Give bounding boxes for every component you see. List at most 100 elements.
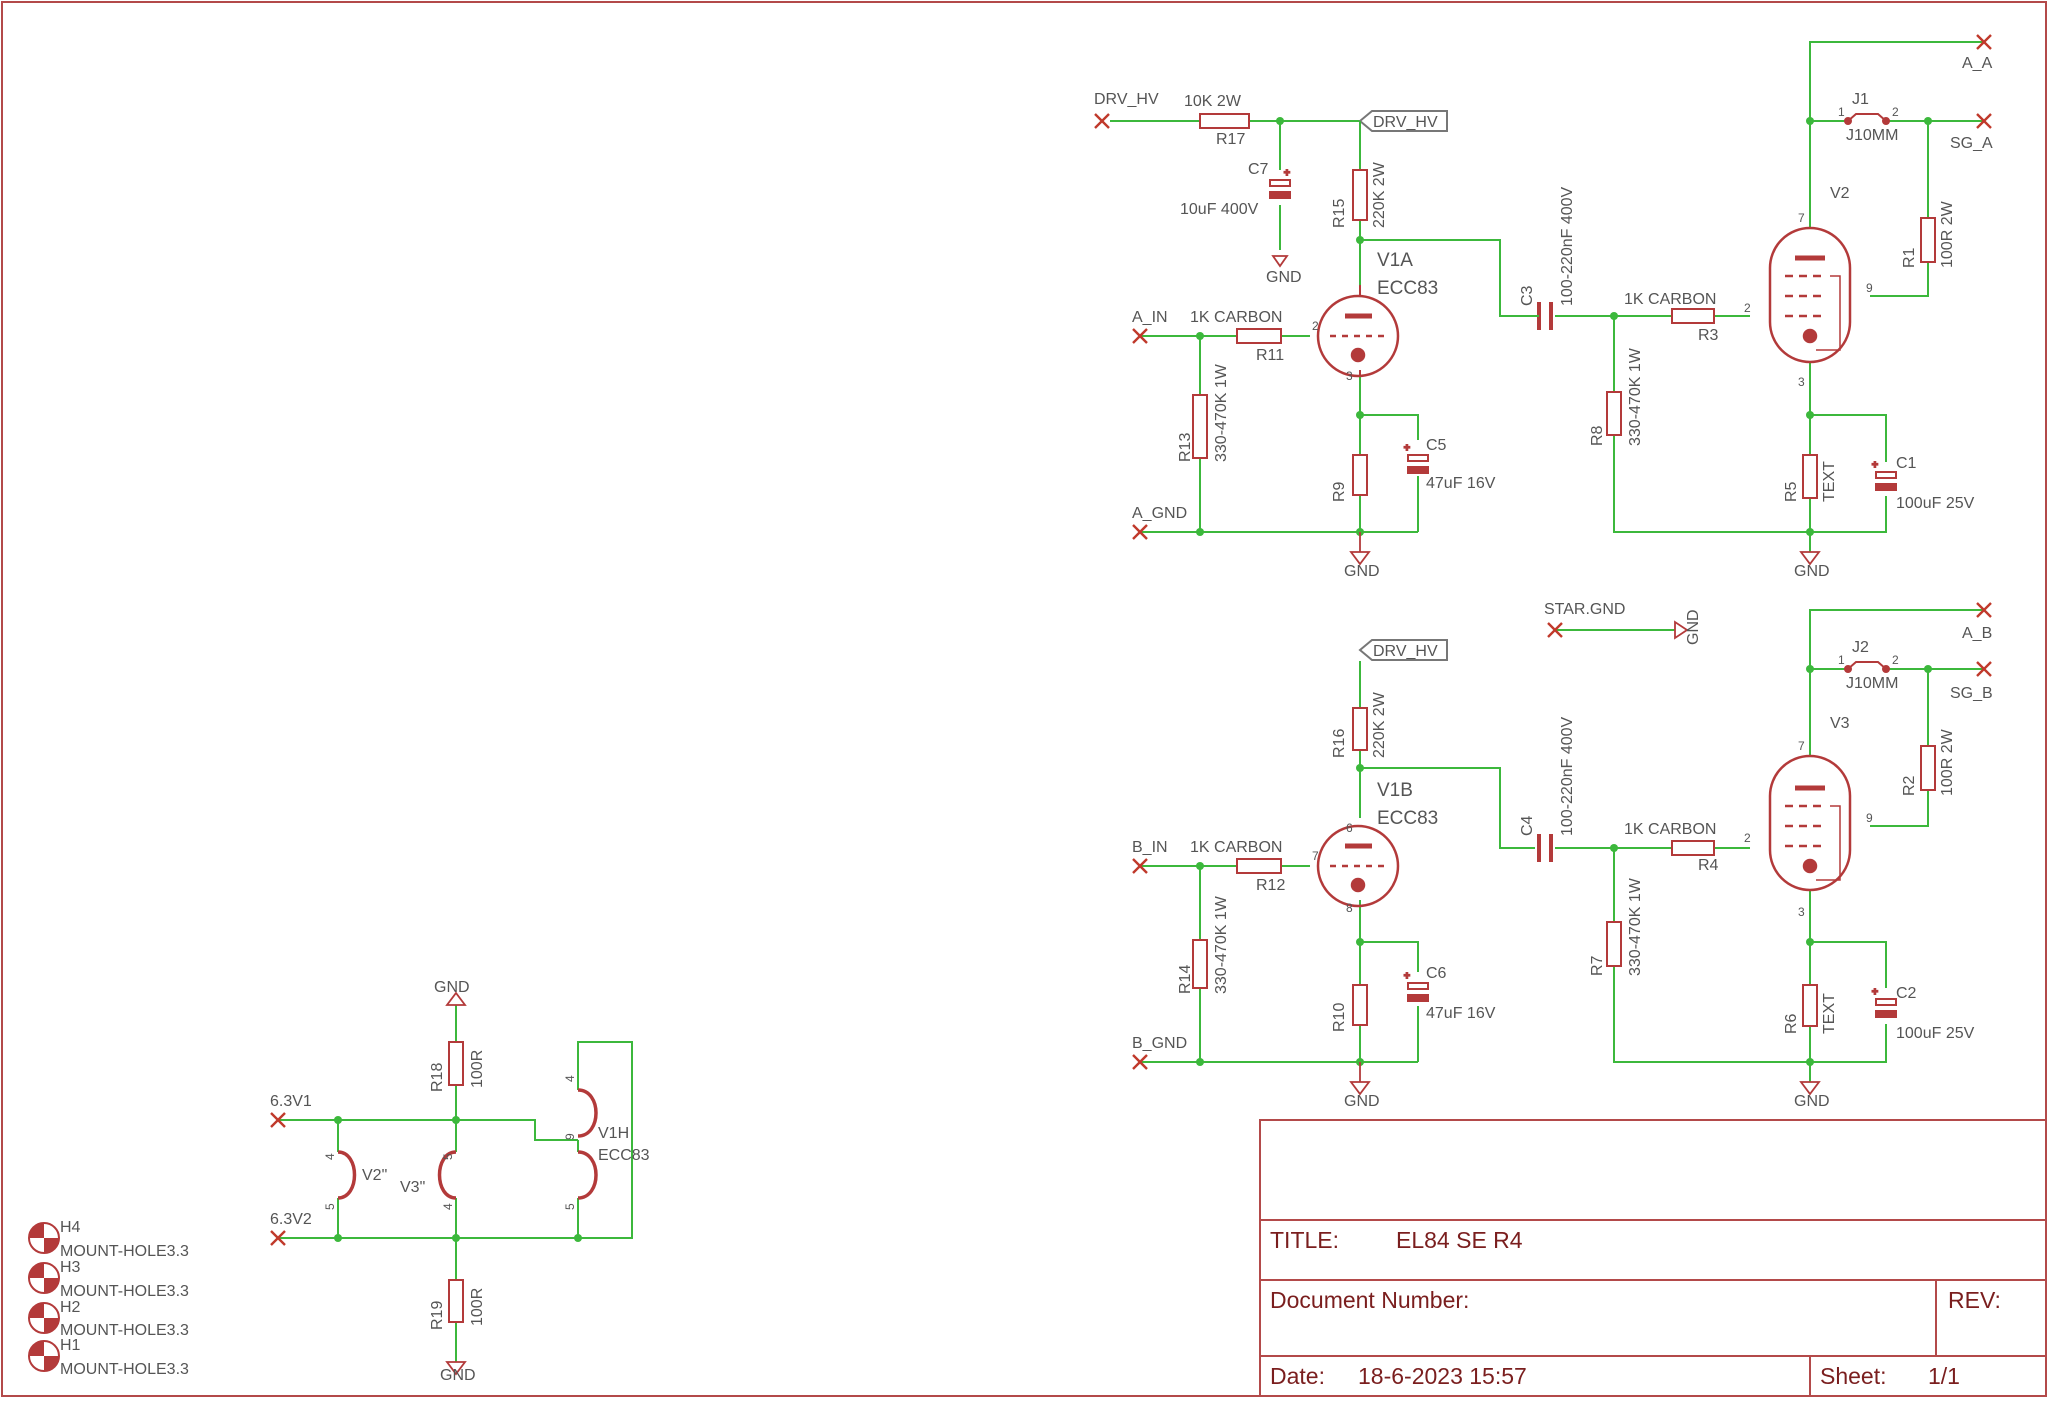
r7-value: 330-470K 1W xyxy=(1627,877,1644,976)
c6-value: 47uF 16V xyxy=(1426,1005,1496,1022)
capacitor-c1 xyxy=(1875,471,1897,491)
v1h-name: V1H xyxy=(598,1125,629,1142)
mount-hole-h3-value: MOUNT-HOLE3.3 xyxy=(60,1283,189,1300)
r11-name: R11 xyxy=(1256,347,1284,364)
title-label: TITLE: xyxy=(1270,1227,1339,1253)
document-number-label: Document Number: xyxy=(1270,1287,1469,1313)
resistor-r15 xyxy=(1352,169,1368,221)
r2-value: 100R 2W xyxy=(1939,728,1956,796)
r18-name: R18 xyxy=(429,1063,446,1092)
j2-name: J2 xyxy=(1852,639,1869,656)
r8-name: R8 xyxy=(1589,425,1606,446)
v1h-value: ECC83 xyxy=(598,1147,650,1164)
c4-value: 100-220nF 400V xyxy=(1559,716,1576,836)
sheet-value: 1/1 xyxy=(1928,1363,1960,1389)
resistor-r6 xyxy=(1802,984,1818,1027)
v1b-value: ECC83 xyxy=(1377,808,1438,829)
resistor-r3 xyxy=(1671,308,1715,324)
gnd-label-c7: GND xyxy=(1266,269,1302,286)
jumper-j2 xyxy=(1844,661,1890,673)
r5-value: TEXT xyxy=(1821,461,1838,502)
resistor-r1 xyxy=(1920,217,1936,263)
svg-text:+: + xyxy=(1404,971,1410,982)
port-drv-hv: DRV_HV xyxy=(1094,91,1159,108)
r3-value: 1K CARBON xyxy=(1624,291,1716,308)
title-block: TITLE: EL84 SE R4 Document Number: REV: … xyxy=(1259,1119,2047,1397)
c5-value: 47uF 16V xyxy=(1426,475,1496,492)
r18-value: 100R xyxy=(469,1050,486,1088)
capacitor-c2 xyxy=(1875,998,1897,1018)
r17-value: 10K 2W xyxy=(1184,93,1242,110)
c2-name: C2 xyxy=(1896,985,1917,1002)
mount-hole-h2-name: H2 xyxy=(60,1299,81,1316)
resistor-r7 xyxy=(1606,921,1622,967)
port-a-gnd: A_GND xyxy=(1132,505,1187,522)
pin-v1h-5: 5 xyxy=(563,1203,577,1210)
rev-label: REV: xyxy=(1948,1287,2001,1313)
port-6v3-1: 6.3V1 xyxy=(270,1093,312,1110)
pin-v2-7: 7 xyxy=(1798,211,1805,225)
c7-name: C7 xyxy=(1248,161,1269,178)
c1-name: C1 xyxy=(1896,455,1917,472)
resistor-r8 xyxy=(1606,391,1622,436)
r2-name: R2 xyxy=(1901,775,1918,796)
mount-hole-icons xyxy=(28,1222,60,1372)
r13-value: 330-470K 1W xyxy=(1213,363,1230,462)
resistor-r5 xyxy=(1802,454,1818,499)
net-flag-drv-hv-mid: DRV_HV xyxy=(1373,643,1438,660)
pin-j1-2: 2 xyxy=(1892,105,1899,119)
pin-v2-3: 3 xyxy=(1798,375,1805,389)
mount-hole-h1-value: MOUNT-HOLE3.3 xyxy=(60,1361,189,1378)
resistor-r16 xyxy=(1352,707,1368,751)
r13-name: R13 xyxy=(1177,433,1194,462)
mount-hole-h4-value: MOUNT-HOLE3.3 xyxy=(60,1243,189,1260)
port-sg-b: SG_B xyxy=(1950,685,1993,702)
heater-coils xyxy=(337,1088,598,1200)
gnd-label-r18: GND xyxy=(434,979,470,996)
resistor-r14 xyxy=(1192,939,1208,989)
v1a-value: ECC83 xyxy=(1377,278,1438,299)
r19-name: R19 xyxy=(429,1301,446,1330)
sheet-label: Sheet: xyxy=(1820,1363,1887,1389)
r1-name: R1 xyxy=(1901,247,1918,268)
pin-numbers: 2 3 7 2 9 3 1 2 7 8 6 7 2 9 3 1 2 4 5 5 … xyxy=(323,105,1899,1210)
pin-v1h-9: 9 xyxy=(563,1133,577,1140)
capacitor-c3 xyxy=(1500,302,1553,330)
pin-v1b-6: 6 xyxy=(1346,821,1353,835)
gnd-label-star: GND xyxy=(1685,609,1702,645)
tube-v2 xyxy=(1768,226,1852,364)
pin-v1h-4: 4 xyxy=(563,1075,577,1082)
resistor-r4 xyxy=(1671,840,1715,856)
net-flags xyxy=(1358,110,1448,661)
pin-v1a-3: 3 xyxy=(1346,369,1353,383)
capacitor-c6 xyxy=(1407,982,1429,1002)
r8-value: 330-470K 1W xyxy=(1627,347,1644,446)
pin-v2-9: 9 xyxy=(1866,281,1873,295)
r6-value: TEXT xyxy=(1821,993,1838,1034)
r12-value: 1K CARBON xyxy=(1190,839,1282,856)
pin-v1b-8: 8 xyxy=(1346,901,1353,915)
mount-hole-h3-name: H3 xyxy=(60,1259,81,1276)
date-label: Date: xyxy=(1270,1363,1325,1389)
port-star-gnd: STAR.GND xyxy=(1544,601,1625,618)
j1-name: J1 xyxy=(1852,91,1869,108)
mount-hole-h4-name: H4 xyxy=(60,1219,81,1236)
capacitor-c5 xyxy=(1407,454,1429,474)
gnd-label-r19: GND xyxy=(440,1367,476,1384)
net-flag-drv-hv-top: DRV_HV xyxy=(1373,114,1438,131)
resistor-r9 xyxy=(1352,454,1368,496)
heater-v1h-bottom xyxy=(577,1150,598,1200)
pin-v3-2: 2 xyxy=(1744,831,1751,845)
gnd-label-b2: GND xyxy=(1794,1093,1830,1110)
tube-v1b xyxy=(1316,824,1400,908)
resistor-r18 xyxy=(448,1041,464,1086)
v1a-name: V1A xyxy=(1377,250,1413,271)
r5-name: R5 xyxy=(1783,481,1800,502)
resistor-r11 xyxy=(1236,328,1282,344)
pin-v1b-7: 7 xyxy=(1312,849,1319,863)
port-6v3-2: 6.3V2 xyxy=(270,1211,312,1228)
r14-name: R14 xyxy=(1177,965,1194,994)
pin-v3-9: 9 xyxy=(1866,811,1873,825)
mount-hole-h4-icon xyxy=(28,1222,60,1254)
